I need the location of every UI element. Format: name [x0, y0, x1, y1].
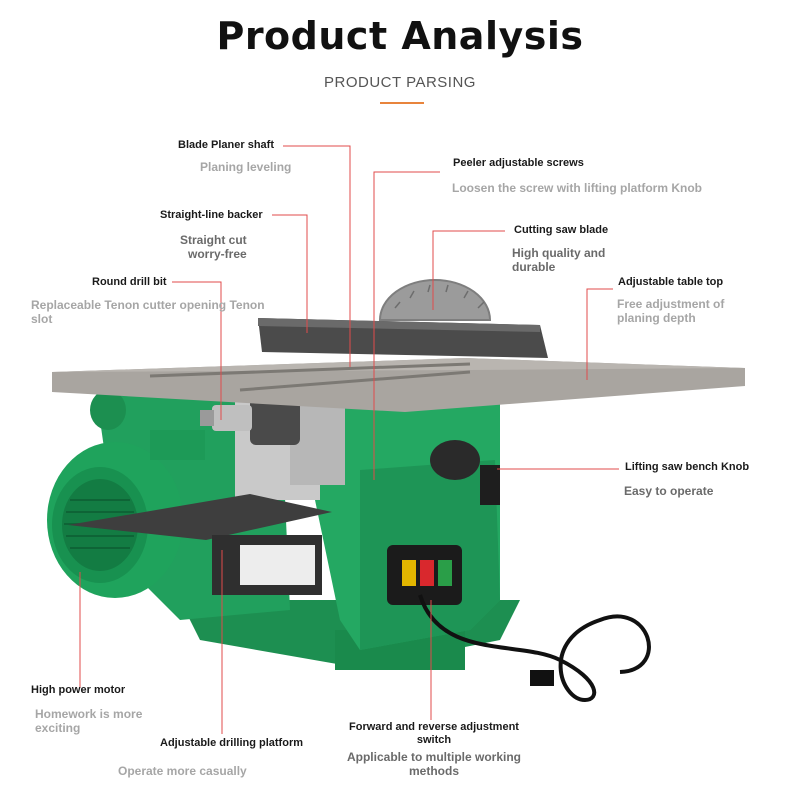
callout-drilling-platform-desc: Operate more casually: [118, 764, 247, 778]
callout-switch-label-1: Forward and reverse adjustment: [349, 721, 519, 733]
callout-table-top-label: Adjustable table top: [618, 276, 724, 288]
saw-blade-teeth: [394, 284, 485, 309]
rating-plate: [240, 545, 315, 585]
table-rail-2: [239, 370, 471, 392]
callout-straight-backer-label: Straight-line backer: [160, 209, 263, 221]
callout-motor-desc-1: Homework is more: [35, 707, 143, 721]
subtitle-underline: [380, 102, 424, 104]
switch-button-yellow: [402, 560, 416, 586]
lifting-knob-handle: [480, 465, 500, 505]
page-title: Product Analysis: [216, 14, 584, 58]
callout-saw-blade-desc-2: durable: [512, 260, 556, 274]
callout-table-top-desc-2: planing depth: [617, 311, 696, 325]
callout-drill-bit-desc-2: slot: [31, 312, 53, 326]
callout-motor-label: High power motor: [31, 684, 126, 696]
belt-guard: [90, 390, 126, 430]
callout-line-table-top: [586, 288, 613, 380]
drilling-platform: [68, 494, 332, 540]
callout-drill-bit-label: Round drill bit: [92, 276, 167, 288]
callout-line-drill-bit: [172, 281, 222, 420]
switch-button-red: [420, 560, 434, 586]
callout-table-top-desc-1: Free adjustment of: [617, 297, 725, 311]
callout-switch-desc-2: methods: [408, 764, 459, 778]
callout-line-peeler-screws: [373, 171, 440, 480]
drill-chuck-housing: [250, 395, 300, 445]
callout-line-blade-shaft: [283, 145, 351, 367]
callout-blade-planer-shaft-label: Blade Planer shaft: [178, 139, 274, 151]
fence-top-edge: [258, 318, 540, 332]
callout-blade-planer-shaft-desc: Planing leveling: [200, 160, 292, 174]
callout-peeler-screws-desc: Loosen the screw with lifting platform K…: [452, 181, 703, 195]
callout-straight-backer-desc-2: worry-free: [188, 247, 247, 261]
saw-blade: [378, 279, 492, 321]
power-cord: [418, 594, 651, 703]
callout-line-backer: [272, 214, 308, 333]
callout-motor-desc-2: exciting: [35, 721, 81, 735]
table-top-surface: [52, 358, 745, 372]
lifting-knob: [430, 440, 480, 480]
callout-straight-backer-desc-1: Straight cut: [180, 233, 247, 247]
callout-saw-blade-label: Cutting saw blade: [514, 224, 609, 236]
callout-lifting-knob-label: Lifting saw bench Knob: [625, 461, 750, 473]
callout-drilling-platform-label: Adjustable drilling platform: [160, 737, 304, 749]
table-top: [52, 358, 745, 412]
table-rail-1: [149, 362, 471, 378]
callout-peeler-screws-label: Peeler adjustable screws: [453, 157, 584, 169]
drill-bit: [200, 410, 214, 426]
page-subtitle: PRODUCT PARSING: [324, 74, 476, 91]
motor-junction-box: [150, 430, 205, 460]
callout-switch-desc-1: Applicable to multiple working: [346, 750, 521, 764]
callout-lifting-knob-desc: Easy to operate: [624, 484, 714, 498]
callout-lines: [79, 145, 619, 734]
drill-chuck: [212, 405, 252, 431]
callout-switch-label-2: switch: [416, 734, 452, 746]
callout-saw-blade-desc-1: High quality and: [512, 246, 606, 260]
callout-drill-bit-desc-1: Replaceable Tenon cutter opening Tenon: [31, 298, 265, 312]
switch-button-green: [438, 560, 452, 586]
callout-line-saw-blade: [432, 230, 505, 310]
power-plug: [530, 670, 554, 686]
